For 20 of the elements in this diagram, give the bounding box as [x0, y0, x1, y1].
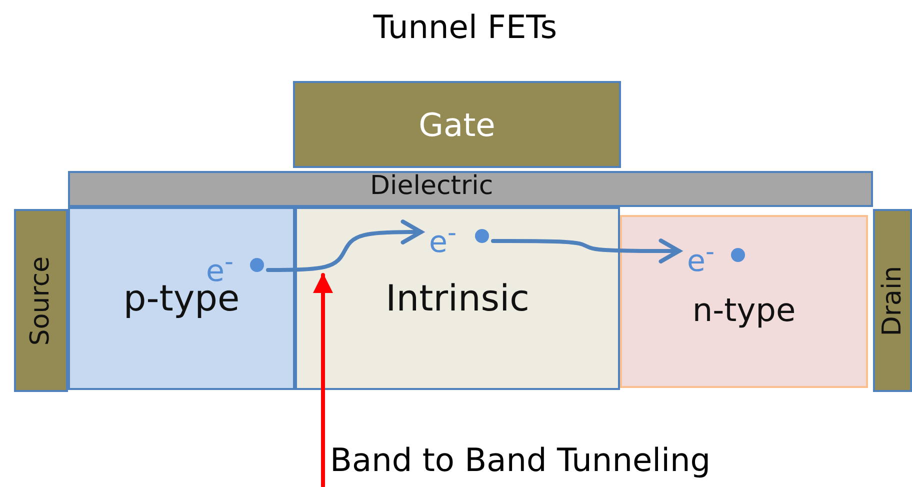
contact-label: Drain: [876, 265, 908, 336]
p-region: [68, 207, 295, 390]
contact-label: Source: [25, 256, 56, 346]
electron-path-arrow: [491, 238, 682, 264]
dielectric-label: Dielectric: [370, 171, 494, 202]
diagram-title: Tunnel FETs: [373, 8, 558, 46]
contact-block: [873, 209, 912, 392]
electron-symbol: e$^{-}$: [429, 217, 456, 260]
contact-block: [14, 209, 68, 392]
dielectric-layer: [68, 171, 873, 207]
electron-symbol: e$^{-}$: [687, 236, 714, 279]
pointer-arrow: [313, 273, 333, 487]
annotation-text: Band to Band Tunneling: [330, 440, 711, 481]
region-label: Intrinsic: [386, 276, 530, 320]
n-region: [620, 215, 868, 388]
electron-path-arrow: [266, 220, 424, 272]
intrinsic-region: [295, 207, 620, 390]
region-label: n-type: [692, 290, 796, 330]
gate-block: [293, 81, 621, 168]
gate-label: Gate: [418, 105, 496, 144]
